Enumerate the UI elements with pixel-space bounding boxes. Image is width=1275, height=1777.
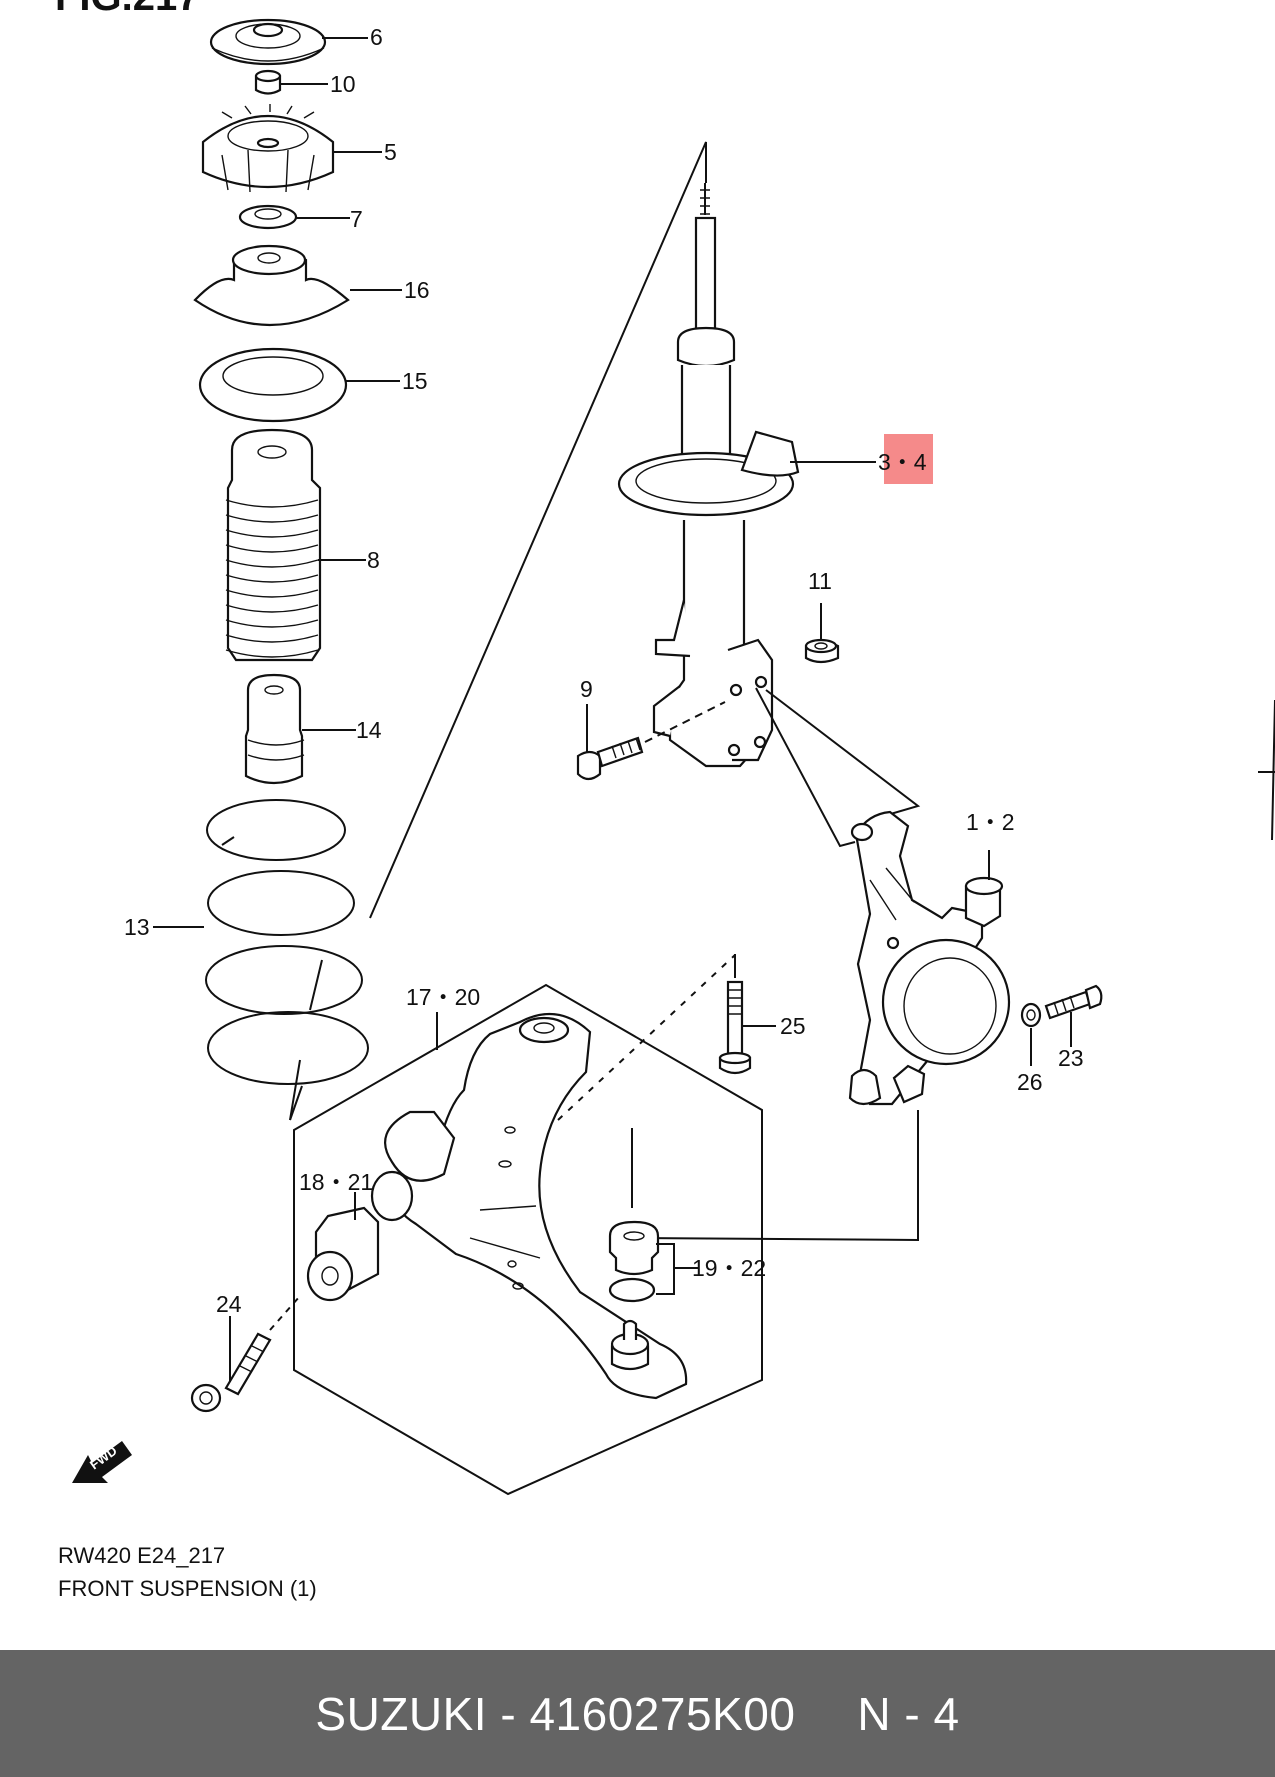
callout-3-4[interactable]: 3・4 <box>878 449 927 475</box>
callout-11[interactable]: 11 <box>808 568 832 594</box>
callout-14[interactable]: 14 <box>356 717 382 743</box>
callout-7[interactable]: 7 <box>350 206 363 232</box>
part-13-coil-spring <box>205 799 369 1121</box>
fwd-direction-arrow-icon: FWD <box>72 1441 132 1483</box>
callout-1-2[interactable]: 1・2 <box>966 809 1015 835</box>
footer-part-number: SUZUKI - 4160275K00 <box>315 1687 796 1740</box>
exploded-parts-diagram: FIG.217 <box>55 0 1275 1496</box>
callout-23[interactable]: 23 <box>1058 1045 1084 1071</box>
part-24-bolt <box>190 1332 272 1413</box>
part-10-nut <box>254 69 282 95</box>
callout-25[interactable]: 25 <box>780 1013 806 1039</box>
callout-5[interactable]: 5 <box>384 139 397 165</box>
callout-15[interactable]: 15 <box>402 368 428 394</box>
part-16-upper-spring-seat <box>193 244 350 327</box>
part-23-bolt <box>1044 984 1103 1020</box>
part-18-21-bushing <box>306 1206 380 1302</box>
diagram-title: FRONT SUSPENSION (1) <box>58 1576 317 1601</box>
diagram-reference-code: RW420 E24_217 <box>58 1543 226 1568</box>
part-25-bolt <box>718 980 752 1075</box>
figure-title: FIG.217 <box>55 0 200 19</box>
part-9-bolt <box>576 736 644 781</box>
footer-page-number: N - 4 <box>857 1687 960 1740</box>
part-1-2-steering-knuckle <box>848 810 1011 1106</box>
part-3-4-strut-assembly <box>617 183 800 768</box>
callout-6[interactable]: 6 <box>370 24 383 50</box>
callout-18-21[interactable]: 18・21 <box>299 1169 373 1195</box>
callout-13[interactable]: 13 <box>124 914 150 940</box>
callout-9[interactable]: 9 <box>580 676 593 702</box>
part-17-20-lower-control-arm <box>370 1012 688 1400</box>
callout-26[interactable]: 26 <box>1017 1069 1043 1095</box>
callout-16[interactable]: 16 <box>404 277 430 303</box>
callout-8[interactable]: 8 <box>367 547 380 573</box>
part-8-dust-boot <box>225 428 322 662</box>
callout-10[interactable]: 10 <box>330 71 356 97</box>
part-14-bump-stop <box>244 673 305 785</box>
part-6-upper-mount-plate <box>209 18 327 66</box>
part-7-bearing <box>238 204 298 230</box>
callout-19-22[interactable]: 19・22 <box>692 1255 766 1281</box>
part-15-spring-insulator <box>198 347 348 423</box>
part-26-washer <box>1020 1002 1042 1028</box>
footer-bar: SUZUKI - 4160275K00 N - 4 <box>0 1650 1275 1777</box>
callout-17-20[interactable]: 17・20 <box>406 984 480 1010</box>
callout-3-4-highlight <box>884 434 933 484</box>
callout-24[interactable]: 24 <box>216 1291 242 1317</box>
part-5-strut-mount <box>201 104 335 193</box>
part-19-22-ball-joint-boot <box>608 1220 660 1303</box>
part-11-flange-nut <box>804 638 840 664</box>
